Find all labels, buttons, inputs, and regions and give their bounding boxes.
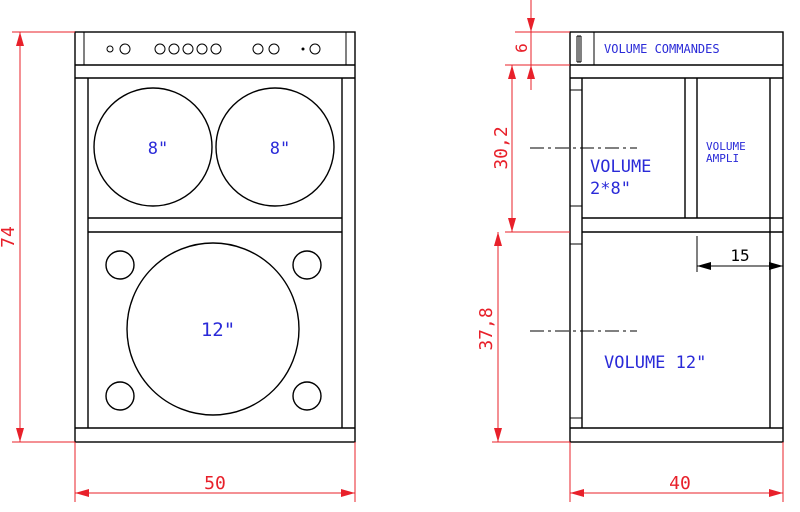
side-view: VOLUME COMMANDES VOLUME 2*8" VOLUME AMPL… (476, 0, 784, 502)
control-knobs (106, 43, 321, 55)
dim-side-depth-value: 40 (669, 473, 691, 494)
knob (210, 43, 222, 55)
dim-side-upper-value: 30,2 (491, 126, 512, 169)
dim-side-depth: 40 (569, 442, 784, 502)
speaker-12 (126, 242, 300, 416)
bass-port (292, 381, 322, 411)
dim-front-width-value: 50 (204, 473, 226, 494)
knob (182, 43, 194, 55)
side-cabinet-outline (569, 31, 784, 443)
speaker-8-right-label: 8" (270, 139, 290, 159)
led-dot (301, 47, 305, 51)
dim-side-lower-value: 37,8 (476, 307, 497, 350)
label-volume-8-line2: 2*8" (590, 179, 631, 199)
knob (252, 43, 264, 55)
dim-side-upper: 30,2 (491, 65, 570, 233)
label-ampli-line2: AMPLI (706, 152, 739, 165)
label-ampli-line1: VOLUME (706, 140, 746, 153)
knob (196, 43, 208, 55)
knob (168, 43, 180, 55)
label-controls: VOLUME COMMANDES (604, 42, 720, 56)
dim-front-height-value: 74 (0, 226, 19, 248)
dim-front-width: 50 (74, 442, 356, 502)
front-cabinet-outline (74, 31, 356, 443)
front-view: 8" 8" 12" 74 50 (0, 31, 356, 502)
knob (268, 43, 280, 55)
dim-side-lower: 37,8 (476, 232, 570, 443)
label-volume-12: VOLUME 12" (604, 353, 706, 373)
dim-side-ampli-depth: 15 (696, 236, 783, 272)
speaker-8-right (215, 87, 335, 207)
speaker-8-left (93, 87, 213, 207)
knob (154, 43, 166, 55)
control-panel-hatch (576, 35, 582, 63)
dim-side-controls: 6 (505, 0, 570, 90)
label-volume-8-line1: VOLUME (590, 157, 651, 177)
bass-port (105, 250, 135, 280)
knob (119, 43, 131, 55)
dim-front-height: 74 (0, 31, 75, 443)
speaker-8-left-label: 8" (148, 139, 168, 159)
bass-port (105, 381, 135, 411)
knob-small (106, 45, 114, 53)
dim-side-ampli-depth-value: 15 (730, 246, 749, 265)
knob (309, 43, 321, 55)
speaker-12-label: 12" (201, 319, 235, 341)
bass-port (292, 250, 322, 280)
dim-side-controls-value: 6 (512, 43, 531, 53)
